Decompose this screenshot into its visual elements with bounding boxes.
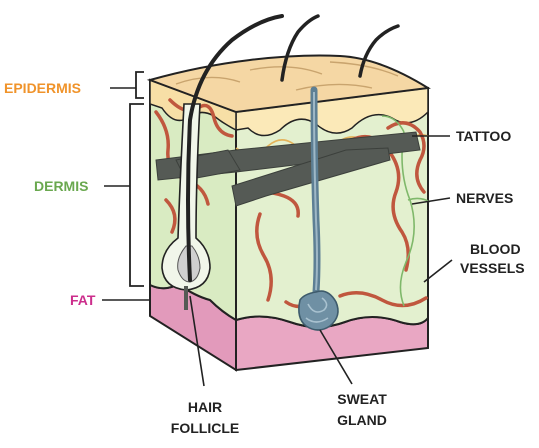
epidermis-bracket [136,72,144,98]
blood-vessels-label-line2: VESSELS [460,260,525,276]
sweat-gland-coil [299,291,338,330]
hair-follicle-label-line1: HAIR [188,399,222,415]
dermis-label: DERMIS [34,178,88,194]
sweat-gland-label-line1: SWEAT [337,391,387,407]
sweat-gland-label-line2: GLAND [337,412,387,428]
dermis-bracket [130,104,144,286]
layer-brackets [130,72,144,286]
nerves-label: NERVES [456,190,513,206]
fat-label: FAT [70,292,96,308]
epidermis-label: EPIDERMIS [4,80,81,96]
hair-follicle-label-line2: FOLLICLE [171,420,239,436]
tattoo-label: TATTOO [456,128,511,144]
blood-vessels-label-line1: BLOOD [470,241,521,257]
